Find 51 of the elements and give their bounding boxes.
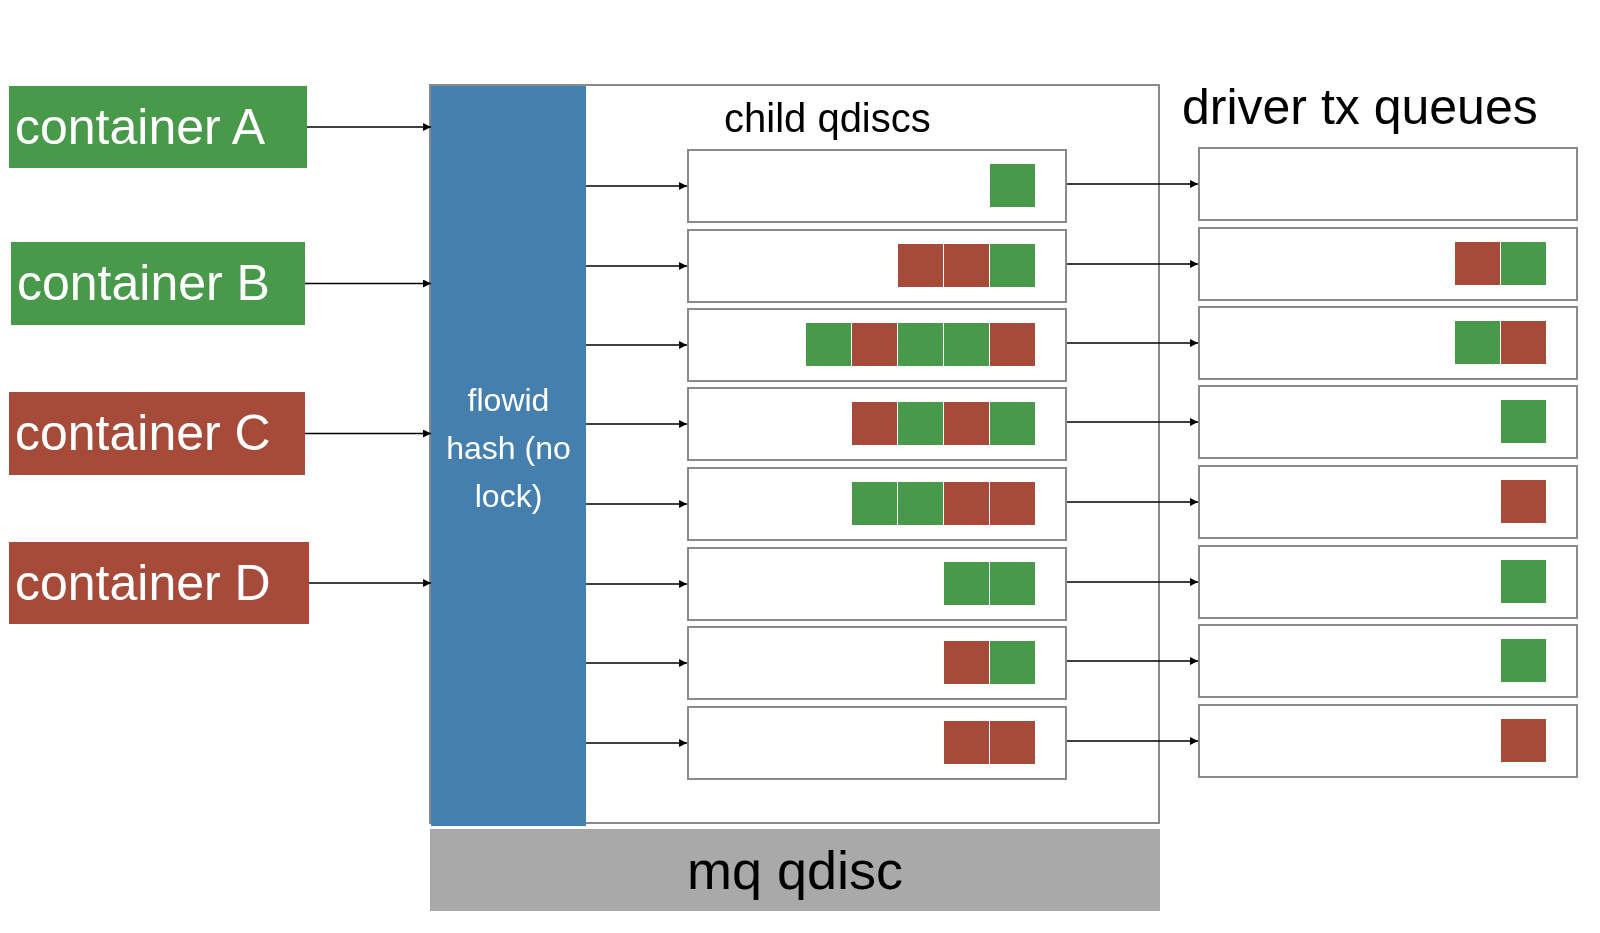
child-qdisc-queue	[687, 149, 1067, 223]
arrow	[585, 182, 688, 190]
container-label: container D	[15, 554, 271, 612]
arrow	[585, 500, 688, 508]
container-label: container B	[17, 254, 270, 312]
container-label: container A	[15, 98, 266, 156]
arrow	[1066, 260, 1199, 268]
driver-tx-queue	[1198, 545, 1578, 619]
child-qdisc-queue	[687, 229, 1067, 303]
child-qdisc-queue	[687, 467, 1067, 541]
arrow	[585, 580, 688, 588]
arrow	[1066, 737, 1199, 745]
hash-bar	[431, 86, 586, 826]
arrow	[304, 429, 432, 438]
arrow	[1066, 180, 1199, 188]
driver-tx-queue	[1198, 227, 1578, 301]
arrow	[306, 123, 432, 131]
driver-tx-queue	[1198, 306, 1578, 380]
arrow	[585, 420, 688, 428]
driver-tx-queue	[1198, 465, 1578, 539]
arrow	[585, 739, 688, 747]
hash-label: flowid hash (no lock)	[445, 381, 572, 516]
container-box	[9, 542, 309, 624]
panel-heading: child qdiscs	[724, 96, 931, 141]
arrow	[304, 279, 432, 288]
child-qdisc-queue	[687, 706, 1067, 780]
arrow	[585, 341, 688, 349]
arrow	[1066, 578, 1199, 586]
child-qdisc-queue	[687, 547, 1067, 621]
qdisc-label: mq qdisc	[685, 839, 905, 901]
arrow	[585, 262, 688, 270]
container-label: container C	[15, 404, 271, 462]
container-box	[9, 86, 307, 168]
column-heading: driver tx queues	[1182, 78, 1538, 136]
arrow	[1066, 418, 1199, 426]
driver-tx-queue	[1198, 385, 1578, 459]
arrow	[1066, 498, 1199, 506]
driver-tx-queue	[1198, 624, 1578, 698]
child-qdisc-queue	[687, 308, 1067, 382]
driver-tx-queue	[1198, 147, 1578, 221]
arrow	[1066, 339, 1199, 347]
arrow	[585, 659, 688, 667]
qdisc-bar	[430, 829, 1160, 911]
container-box	[11, 242, 305, 325]
child-qdisc-queue	[687, 387, 1067, 461]
driver-tx-queue	[1198, 704, 1578, 778]
arrow	[1066, 657, 1199, 665]
container-box	[9, 392, 305, 475]
child-qdisc-queue	[687, 626, 1067, 700]
qdisc-panel	[429, 84, 1160, 824]
arrow	[308, 579, 432, 587]
